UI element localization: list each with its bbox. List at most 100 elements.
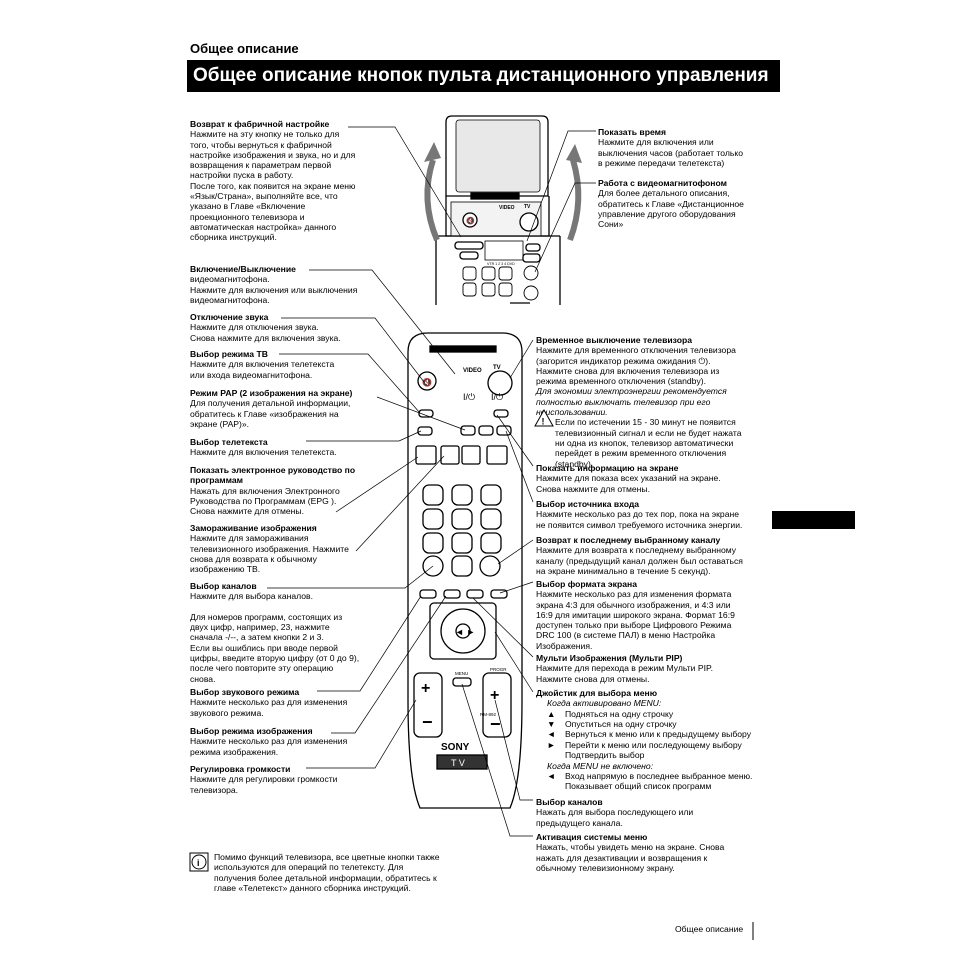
remote-model-label: RM-892 (480, 712, 497, 717)
open-lid-arrows (424, 159, 582, 242)
svg-text:i: i (197, 858, 200, 868)
color-buttons-note: Помимо функций телевизора, все цветные к… (214, 852, 479, 893)
remote-video-label: VIDEO (463, 368, 482, 374)
chapter-tab (772, 511, 855, 529)
callout-text: Нажать для выбора последующего или преды… (536, 807, 694, 828)
callout-title: Замораживание изображения (190, 523, 317, 533)
callout-title: Показать время (598, 127, 666, 137)
section-heading: Общее описание (190, 41, 299, 56)
callout-text: Нажмите для выбора каналов. Для номеров … (190, 591, 360, 684)
callout-text: Нажмите для включения телетекста. (190, 447, 337, 458)
callout-text: Нажмите на эту кнопку не только для того… (190, 129, 356, 243)
joystick-item: ▼Опуститься на одну строчку (547, 719, 771, 729)
joystick-item-text: Вернуться к меню или к предыдущему выбор… (565, 729, 752, 740)
program-minus-icon: − (490, 714, 501, 734)
info-icon: i (189, 852, 209, 872)
left-callout: Режим PAP (2 изображения на экране)Для п… (190, 388, 385, 429)
joystick-item: ► Перейти к меню или последующему выбору (547, 740, 771, 750)
callout-title: Выбор формата экрана (536, 579, 637, 589)
callout-text: Нажать, чтобы увидеть меню на экране. Сн… (536, 842, 725, 873)
joystick-item-symbol: ◄ (547, 729, 556, 740)
callout-title: Выбор телетекста (190, 437, 268, 447)
callout-title: Выбор источника входа (536, 499, 640, 509)
callout-title: Отключение звука (190, 312, 269, 322)
callout-title: Режим PAP (2 изображения на экране) (190, 388, 353, 398)
right-callout: Мульти Изображения (Мульти PIP)Нажмите д… (536, 653, 771, 684)
joystick-arrows: ◄ ► (455, 627, 475, 637)
joystick-inactive-caption: Когда MENU не включено: (547, 760, 654, 771)
closeup-tv-label: TV (524, 204, 531, 210)
video-power-symbol: I/⏻ (463, 392, 475, 402)
callout-text: Нажмите для замораживания телевизионного… (190, 533, 349, 575)
joystick-item-text: Перейти к меню или последующему выбору (565, 739, 742, 750)
leader-lines (267, 126, 596, 837)
note-text: Помимо функций телевизора, все цветные к… (214, 852, 440, 893)
joystick-inactive-list: ◄ Вход напрямую в последнее выбранное мен… (547, 771, 771, 792)
callout-title: Включение/Выключение (190, 264, 296, 274)
joystick-item: ▲ Подняться на одну строчку (547, 709, 771, 719)
remote-menu-label: MENU (455, 671, 468, 676)
callout-text: Нажмите для перехода в режим Мульти PIP.… (536, 663, 713, 684)
joystick-item: Подтвердить выбор (547, 750, 771, 760)
joystick-item: ◄ Вход напрямую в последнее выбранное мен… (547, 771, 771, 781)
callout-title: Мульти Изображения (Мульти PIP) (536, 653, 683, 663)
closeup-vtr-label: VTR 1 2 3 4 DVD (487, 262, 515, 266)
callout-title: Выбор звукового режима (190, 687, 300, 697)
volume-plus-icon: + (421, 680, 430, 697)
callout-title: Выбор режима ТВ (190, 349, 268, 359)
callout-title: Выбор каналов (190, 581, 257, 591)
callout-warning-text: Если по истечении 15 - 30 минут не появи… (555, 417, 742, 469)
mute-symbol-closeup: 🔇 (466, 216, 475, 225)
callout-text: Для получения детальной информации, обра… (190, 398, 351, 429)
remote-symbols: 🔇 VIDEO TV I/⏻ I/⏻ ◄ ► + − + − MENU PROG… (421, 365, 507, 768)
callout-title: Выбор режима изображения (190, 726, 313, 736)
callout-title: Работа с видеомагнитофоном (598, 178, 727, 188)
callout-text: Нажмите для возврата к последнему выбран… (536, 545, 743, 576)
joystick-item-symbol: ► (547, 739, 556, 750)
remote-tv-label: TV (493, 365, 501, 371)
callout-text: Нажмите несколько раз для изменения звук… (190, 697, 348, 718)
joystick-item-text: Подтвердить выбор (565, 750, 645, 761)
joystick-active-list: ▲ Подняться на одну строчку▼Опуститься на… (547, 709, 771, 761)
joystick-item-text: Подняться на одну строчку (565, 708, 674, 719)
joystick-item-text: Показывает общий список программ (565, 781, 712, 792)
footer-label: Общее описание (675, 924, 744, 934)
joystick-item-symbol: ◄ (547, 770, 556, 781)
callout-text: Нажать для включения Электронного Руково… (190, 485, 340, 517)
callout-text: Нажмите для включения телетекста или вхо… (190, 359, 335, 380)
callout-title: Возврат к последнему выбранному каналу (536, 535, 721, 545)
callout-title: Активация системы меню (536, 832, 648, 842)
closeup-video-label: VIDEO (499, 205, 515, 211)
callout-italic-note: Для экономии электроэнергии рекомендуетс… (536, 386, 727, 418)
joystick-item-text: Вход напрямую в последнее выбранное меню… (565, 770, 753, 781)
joystick-item-symbol: ▲ (547, 708, 556, 719)
callout-text: Нажмите несколько раз для изменения режи… (190, 736, 348, 757)
callout-text: Для более детального описания, обратитес… (598, 188, 744, 230)
volume-minus-icon: − (422, 712, 433, 732)
callout-title: Джойстик для выбора меню (536, 688, 658, 698)
warning-icon: ! (534, 408, 554, 427)
callout-text: Нажмите для включения или выключения час… (598, 137, 744, 168)
page-title: Общее описание кнопок пульта дистанционн… (187, 60, 780, 92)
callout-text: Нажмите для регулировки громкости телеви… (190, 774, 338, 795)
left-callout: Показать электронное руководство по прог… (190, 465, 385, 516)
brand-logo: SONY (441, 742, 470, 753)
remote-closeup (435, 115, 561, 305)
